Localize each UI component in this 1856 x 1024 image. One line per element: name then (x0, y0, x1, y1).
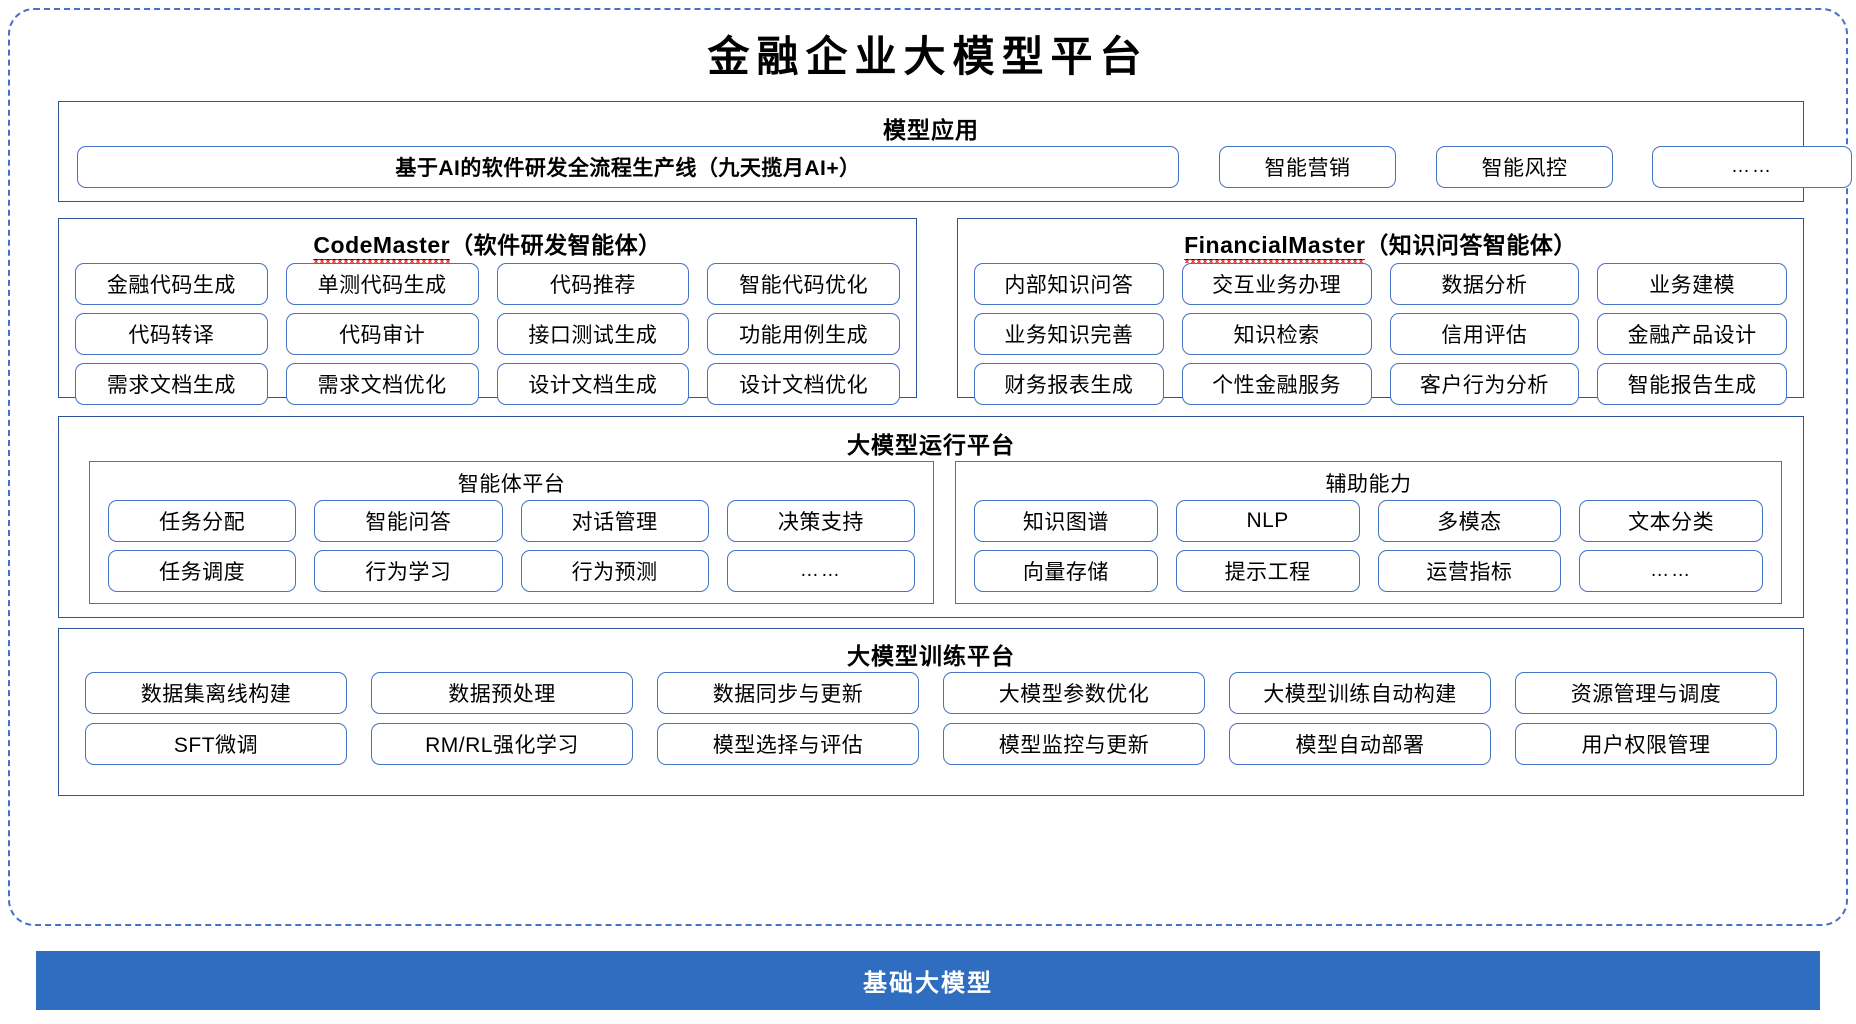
training-box[interactable]: 数据同步与更新 (657, 672, 919, 714)
aux-ability-title: 辅助能力 (1325, 473, 1412, 496)
financialmaster-panel: FinancialMaster（知识问答智能体） 内部知识问答 交互业务办理 数… (957, 218, 1804, 405)
capability-box[interactable]: 功能用例生成 (707, 313, 900, 355)
capability-box[interactable]: 客户行为分析 (1389, 363, 1580, 405)
training-box[interactable]: 模型选择与评估 (657, 723, 919, 765)
aux-box[interactable]: 多模态 (1377, 500, 1562, 542)
capability-box[interactable]: 金融代码生成 (75, 263, 268, 305)
capability-box[interactable]: 代码审计 (285, 313, 479, 355)
training-box[interactable]: 模型监控与更新 (943, 723, 1205, 765)
codemaster-name-en: CodeMaster (313, 232, 451, 263)
capability-box[interactable]: 数据分析 (1389, 263, 1580, 305)
training-platform-title: 大模型训练平台 (847, 643, 1015, 669)
financialmaster-name-cn: （知识问答智能体） (1365, 232, 1577, 258)
aux-box[interactable]: 向量存储 (974, 550, 1158, 592)
training-platform-grid: 数据集离线构建 数据预处理 数据同步与更新 大模型参数优化 大模型训练自动构建 … (85, 672, 1777, 765)
runtime-box[interactable]: 行为预测 (520, 550, 709, 592)
training-box[interactable]: SFT微调 (85, 723, 347, 765)
model-application-row: 基于AI的软件研发全流程生产线（九天揽月AI+） 智能营销 智能风控 …… (77, 146, 1852, 188)
aux-ability-grid: 知识图谱 NLP 多模态 文本分类 向量存储 提示工程 运营指标 …… (974, 500, 1763, 592)
app-box-marketing[interactable]: 智能营销 (1219, 146, 1396, 188)
agent-platform-subpanel: 智能体平台 任务分配 智能问答 对话管理 决策支持 任务调度 行为学习 行为预测… (89, 461, 934, 604)
runtime-box[interactable]: 决策支持 (726, 500, 915, 542)
capability-box[interactable]: 信用评估 (1389, 313, 1580, 355)
capability-box[interactable]: 接口测试生成 (496, 313, 690, 355)
runtime-box[interactable]: 任务分配 (108, 500, 297, 542)
page-title: 金融企业大模型平台 (707, 32, 1149, 81)
app-box-risk-control[interactable]: 智能风控 (1436, 146, 1613, 188)
capability-box[interactable]: 智能报告生成 (1597, 363, 1787, 405)
capability-box[interactable]: 业务知识完善 (974, 313, 1164, 355)
capability-box[interactable]: 交互业务办理 (1181, 263, 1372, 305)
aux-box-more[interactable]: …… (1579, 550, 1763, 592)
runtime-box[interactable]: 行为学习 (314, 550, 503, 592)
runtime-platform-title: 大模型运行平台 (847, 432, 1015, 458)
capability-box[interactable]: 需求文档生成 (75, 363, 268, 405)
app-box-more[interactable]: …… (1652, 146, 1852, 188)
runtime-platform-section: 大模型运行平台 智能体平台 任务分配 智能问答 对话管理 决策支持 任务调度 行… (58, 416, 1804, 618)
capability-box[interactable]: 需求文档优化 (285, 363, 479, 405)
app-box-pipeline[interactable]: 基于AI的软件研发全流程生产线（九天揽月AI+） (77, 146, 1179, 188)
training-box[interactable]: 用户权限管理 (1515, 723, 1777, 765)
training-box[interactable]: RM/RL强化学习 (371, 723, 633, 765)
agent-platform-grid: 任务分配 智能问答 对话管理 决策支持 任务调度 行为学习 行为预测 …… (108, 500, 915, 592)
training-box[interactable]: 资源管理与调度 (1515, 672, 1777, 714)
capability-box[interactable]: 金融产品设计 (1597, 313, 1787, 355)
training-box[interactable]: 大模型训练自动构建 (1229, 672, 1491, 714)
training-platform-section: 大模型训练平台 数据集离线构建 数据预处理 数据同步与更新 大模型参数优化 大模… (58, 628, 1804, 796)
capability-box[interactable]: 个性金融服务 (1181, 363, 1372, 405)
capability-box[interactable]: 业务建模 (1597, 263, 1787, 305)
runtime-box[interactable]: 任务调度 (108, 550, 297, 592)
financialmaster-title: FinancialMaster（知识问答智能体） (958, 226, 1803, 263)
foundation-model-bar: 基础大模型 (36, 951, 1820, 1010)
capability-box[interactable]: 内部知识问答 (974, 263, 1164, 305)
codemaster-capability-grid: 金融代码生成 单测代码生成 代码推荐 智能代码优化 代码转译 代码审计 接口测试… (75, 263, 900, 405)
model-application-title: 模型应用 (883, 117, 979, 143)
capability-box[interactable]: 代码转译 (75, 313, 268, 355)
aux-ability-subpanel: 辅助能力 知识图谱 NLP 多模态 文本分类 向量存储 提示工程 运营指标 …… (955, 461, 1782, 604)
runtime-box[interactable]: 智能问答 (314, 500, 503, 542)
runtime-box[interactable]: 对话管理 (520, 500, 709, 542)
capability-box[interactable]: 财务报表生成 (974, 363, 1164, 405)
capability-box[interactable]: 代码推荐 (496, 263, 690, 305)
aux-box[interactable]: 文本分类 (1579, 500, 1763, 542)
agent-platform-title: 智能体平台 (457, 473, 566, 496)
capability-box[interactable]: 设计文档优化 (707, 363, 900, 405)
codemaster-title: CodeMaster（软件研发智能体） (59, 226, 916, 263)
training-box[interactable]: 数据预处理 (371, 672, 633, 714)
aux-box[interactable]: 提示工程 (1175, 550, 1360, 592)
diagram-outer-frame: 金融企业大模型平台 模型应用 基于AI的软件研发全流程生产线（九天揽月AI+） … (8, 8, 1852, 926)
capability-box[interactable]: 设计文档生成 (496, 363, 690, 405)
runtime-box-more[interactable]: …… (726, 550, 915, 592)
training-box[interactable]: 大模型参数优化 (943, 672, 1205, 714)
training-box[interactable]: 数据集离线构建 (85, 672, 347, 714)
aux-box[interactable]: 知识图谱 (974, 500, 1158, 542)
financialmaster-name-en: FinancialMaster (1184, 232, 1366, 263)
codemaster-panel: CodeMaster（软件研发智能体） 金融代码生成 单测代码生成 代码推荐 智… (58, 218, 917, 405)
aux-box[interactable]: NLP (1175, 500, 1360, 542)
model-application-section: 模型应用 基于AI的软件研发全流程生产线（九天揽月AI+） 智能营销 智能风控 … (58, 101, 1852, 202)
capability-box[interactable]: 单测代码生成 (285, 263, 479, 305)
codemaster-name-cn: （软件研发智能体） (450, 232, 662, 258)
training-box[interactable]: 模型自动部署 (1229, 723, 1491, 765)
aux-box[interactable]: 运营指标 (1377, 550, 1562, 592)
capability-box[interactable]: 知识检索 (1181, 313, 1372, 355)
financialmaster-capability-grid: 内部知识问答 交互业务办理 数据分析 业务建模 业务知识完善 知识检索 信用评估… (974, 263, 1787, 405)
capability-box[interactable]: 智能代码优化 (707, 263, 900, 305)
